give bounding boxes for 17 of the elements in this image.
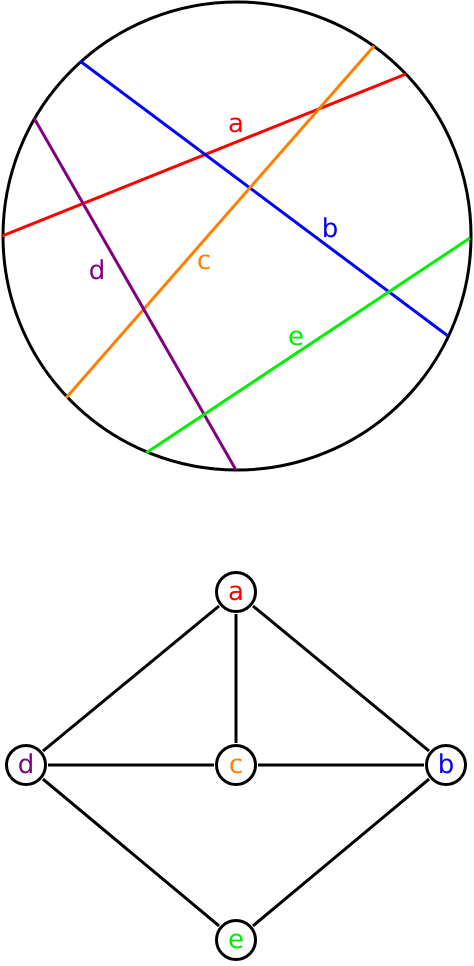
edge-line — [252, 604, 430, 752]
vertex-circle: c — [215, 744, 257, 786]
chord-label: e — [288, 324, 304, 350]
edge-line — [252, 778, 430, 928]
vertex-circle: e — [215, 919, 257, 961]
edge-line — [48, 764, 214, 766]
chord-label: c — [196, 248, 212, 274]
edge-line — [42, 604, 220, 752]
vertex-circle: a — [215, 571, 257, 613]
chord-label: a — [228, 111, 244, 137]
chord-label: d — [88, 258, 106, 284]
edge-line — [42, 778, 220, 928]
edge-line — [258, 764, 424, 766]
vertex-circle: d — [5, 744, 47, 786]
vertex-circle: b — [425, 744, 467, 786]
chord-label: b — [322, 216, 338, 242]
edge-line — [234, 614, 238, 743]
